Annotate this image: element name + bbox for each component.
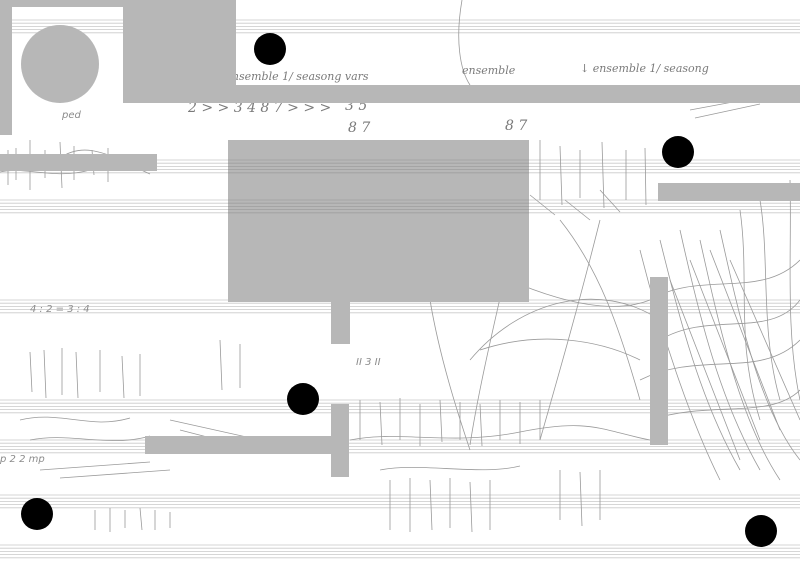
black-dots xyxy=(21,33,777,547)
ratio-note: 4 : 2 = 3 : 4 xyxy=(30,304,90,315)
black-dot-4 xyxy=(21,498,53,530)
top-left-frame-block xyxy=(0,0,800,103)
black-dot-1 xyxy=(254,33,286,65)
grey-blocks xyxy=(0,0,800,477)
right-bar-block xyxy=(658,183,800,201)
lower-note: p 2 2 mp xyxy=(0,454,45,465)
center-large-block xyxy=(228,140,529,302)
right-vertical-block xyxy=(650,277,668,445)
corner-note: ped xyxy=(61,110,82,121)
left-bar-block xyxy=(0,0,12,135)
lower-stem-block xyxy=(331,404,349,477)
instruction-right: ↓ ensemble 1/ seasong xyxy=(580,62,709,75)
lower-bar-block xyxy=(145,436,347,454)
timing-note: 2 > > 3 4 8 7 > > > xyxy=(187,100,331,116)
black-dot-5 xyxy=(745,515,777,547)
center-stem-block xyxy=(331,302,350,344)
roman-numerals: II 3 II xyxy=(356,357,381,368)
left-thin-bar xyxy=(0,154,157,171)
number-87-right: 8 7 xyxy=(505,118,527,134)
black-dot-2 xyxy=(662,136,694,168)
number-87-left: 8 7 xyxy=(348,120,370,136)
grey-circle xyxy=(21,25,99,103)
staff-overlines xyxy=(228,159,529,214)
instruction-mid: ensemble xyxy=(462,64,516,77)
black-dot-3 xyxy=(287,383,319,415)
